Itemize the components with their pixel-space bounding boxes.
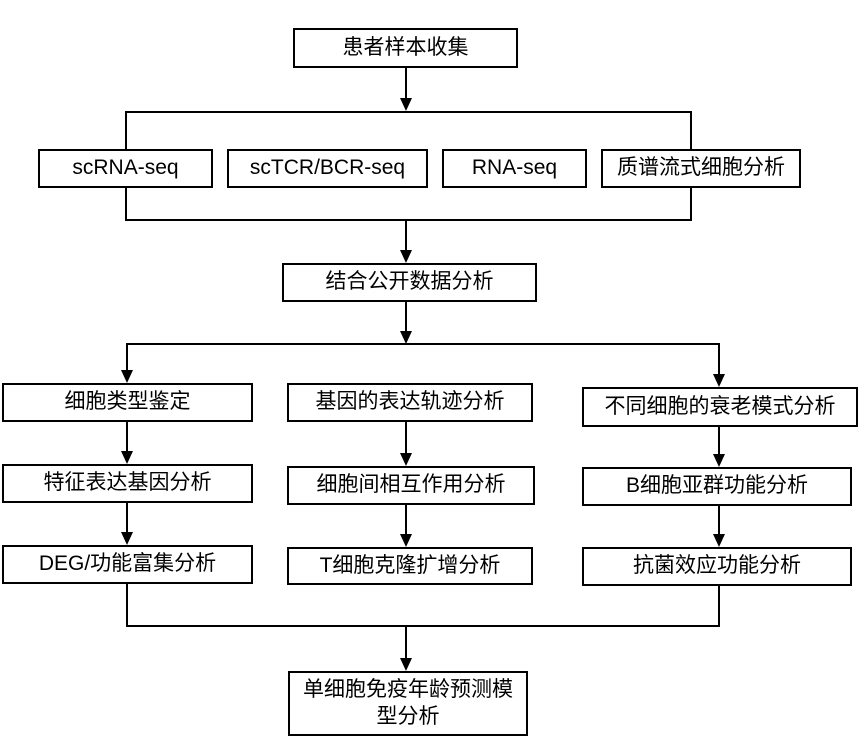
node-b-cell-subsets-function: B细胞亚群功能分析 — [582, 467, 852, 506]
arrowhead-down-icon — [400, 534, 412, 547]
connector-left-1-2 — [126, 421, 128, 454]
connector-right-1-2 — [718, 427, 720, 457]
merge-line — [126, 625, 720, 627]
connector-public-data-to-branch — [405, 301, 407, 334]
arrowhead-down-icon — [713, 374, 725, 387]
arrowhead-down-icon — [121, 532, 133, 545]
branch-distribution-line — [126, 343, 720, 345]
node-deg-enrichment-analysis: DEG/功能富集分析 — [2, 545, 253, 584]
connector-branch-to-left-column — [126, 345, 128, 373]
node-aging-pattern-analysis: 不同细胞的衰老模式分析 — [582, 387, 858, 427]
arrowhead-down-icon — [400, 331, 412, 344]
connector-merge-to-final — [405, 627, 407, 660]
connector-middle-1-2 — [405, 421, 407, 456]
node-public-data-analysis: 结合公开数据分析 — [282, 263, 537, 302]
connector-top-to-group — [405, 67, 407, 101]
arrowhead-down-icon — [121, 451, 133, 464]
connector-right-column-to-merge — [718, 586, 720, 627]
node-gene-trajectory-analysis: 基因的表达轨迹分析 — [287, 383, 533, 422]
node-feature-gene-analysis: 特征表达基因分析 — [2, 464, 253, 503]
node-patient-sample-collection: 患者样本收集 — [293, 28, 518, 68]
node-scrna-seq: scRNA-seq — [38, 149, 213, 188]
node-cell-type-identification: 细胞类型鉴定 — [2, 383, 253, 422]
connector-left-column-to-merge — [126, 583, 128, 627]
arrowhead-down-icon — [400, 250, 412, 263]
arrowhead-down-icon — [400, 658, 412, 671]
connector-middle-2-3 — [405, 505, 407, 537]
connector-left-2-3 — [126, 503, 128, 535]
connector-right-2-3 — [718, 506, 720, 537]
connector-group-to-public-data — [405, 221, 407, 253]
arrowhead-down-icon — [713, 454, 725, 467]
arrowhead-down-icon — [400, 453, 412, 466]
connector-branch-to-right-column — [718, 345, 720, 377]
node-cell-interaction-analysis: 细胞间相互作用分析 — [287, 466, 535, 505]
node-immune-age-prediction-model: 单细胞免疫年龄预测模型分析 — [288, 671, 528, 736]
node-rna-seq: RNA-seq — [442, 149, 587, 188]
arrowhead-down-icon — [400, 98, 412, 111]
node-t-cell-clonal-expansion: T细胞克隆扩增分析 — [287, 547, 533, 585]
arrowhead-down-icon — [121, 370, 133, 383]
node-sctcr-bcr-seq: scTCR/BCR-seq — [227, 149, 428, 188]
node-mass-cytometry: 质谱流式细胞分析 — [601, 149, 801, 188]
node-antibacterial-function: 抗菌效应功能分析 — [582, 547, 852, 586]
arrowhead-down-icon — [713, 534, 725, 547]
